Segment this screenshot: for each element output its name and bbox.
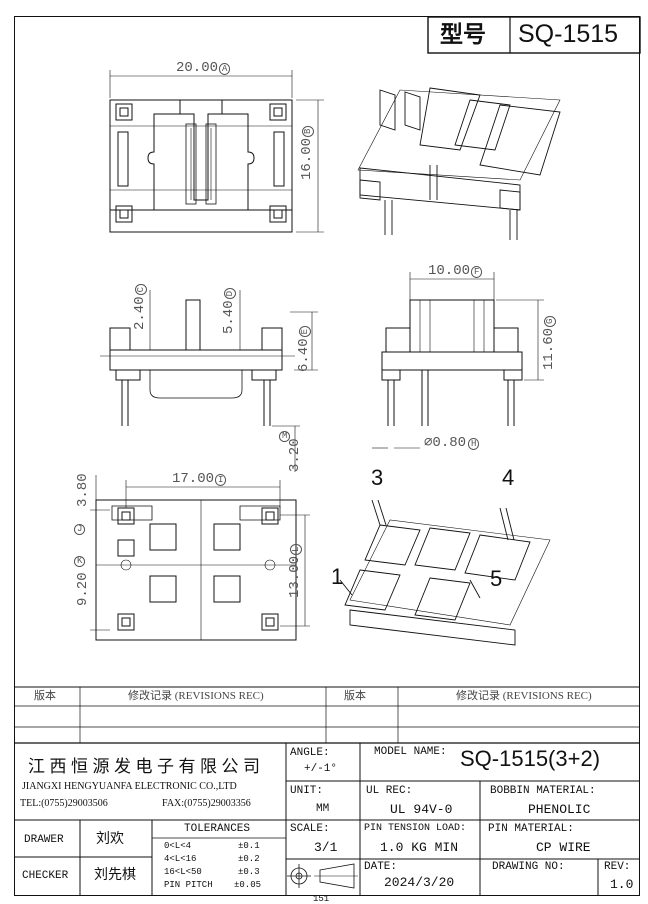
date-value: 2024/3/20 — [384, 875, 455, 890]
tol-value-2: ±0.3 — [238, 867, 260, 877]
tol-value-1: ±0.2 — [238, 854, 260, 864]
dim-l: 13.00L — [287, 543, 303, 598]
iso-view-top — [357, 87, 561, 240]
angle-label: ANGLE: — [290, 747, 330, 759]
dim-c: 2.40C — [132, 283, 148, 330]
tol-range-2: 16<L<50 — [164, 867, 202, 877]
top-view — [109, 70, 324, 233]
bobbin-label: BOBBIN MATERIAL: — [490, 785, 596, 797]
side-view — [372, 272, 544, 449]
dim-d: 5.40D — [221, 287, 237, 334]
drawing-frame — [14, 16, 640, 896]
rev-col1: 版本 — [34, 690, 56, 702]
company-name-cn: 江西恒源发电子有限公司 — [28, 757, 265, 776]
bobbin-value: PHENOLIC — [528, 802, 591, 817]
dim-j-val: 9.20 — [75, 572, 91, 606]
bottom-view — [90, 475, 310, 641]
header-label: 型号 — [440, 21, 486, 47]
tol-value-3: ±0.05 — [234, 880, 262, 890]
pin-tension-label: PIN TENSION LOAD: — [364, 823, 467, 834]
front-view — [100, 290, 318, 472]
checker-label: CHECKER — [22, 870, 69, 882]
dim-b: 16.00B — [299, 125, 315, 180]
rev-value: 1.0 — [610, 877, 634, 892]
header-box — [427, 16, 641, 54]
dim-j: J — [74, 524, 86, 535]
company-fax: FAX:(0755)29003356 — [162, 798, 251, 809]
tol-range-3: PIN PITCH — [164, 880, 213, 890]
tolerances-title: TOLERANCES — [184, 823, 251, 835]
dim-k: K — [74, 556, 86, 567]
drawing-no-label: DRAWING NO: — [492, 861, 565, 873]
dim-m-letter: M — [279, 431, 291, 442]
company-tel: TEL:(0755)29003506 — [20, 798, 108, 809]
rev-col3: 版本 — [344, 690, 366, 702]
tol-range-1: 4<L<16 — [164, 854, 197, 864]
pin-label-3: 3 — [371, 465, 384, 490]
pin-material-label: PIN MATERIAL: — [488, 823, 574, 835]
angle-value: +/-1° — [304, 763, 338, 775]
scale-value: 3/1 — [314, 840, 338, 855]
checker-name: 刘先棋 — [94, 868, 136, 883]
rev-label: REV: — [604, 861, 631, 873]
model-name-label: MODEL NAME: — [374, 746, 447, 758]
model-name-value: SQ-1515(3+2) — [460, 746, 601, 771]
projection-symbol-icon — [287, 863, 358, 889]
unit-value: MM — [316, 803, 330, 815]
title-block — [14, 686, 640, 896]
scale-label: SCALE: — [290, 823, 330, 835]
pin-material-value: CP WIRE — [536, 840, 591, 855]
rev-col4: 修改记录 (REVISIONS REC) — [456, 690, 592, 702]
tol-value-0: ±0.1 — [238, 841, 260, 851]
header-model: SQ-1515 — [518, 20, 619, 48]
tol-range-0: 0<L<4 — [164, 841, 192, 851]
iso-view-bottom — [339, 499, 551, 646]
drawer-name: 刘欢 — [96, 832, 124, 847]
date-label: DATE: — [364, 861, 398, 873]
pin-label-4: 4 — [502, 465, 515, 490]
pin-label-1: 1 — [331, 564, 344, 589]
unit-label: UNIT: — [290, 785, 324, 797]
rev-col2: 修改记录 (REVISIONS REC) — [128, 690, 264, 702]
pin-tension-value: 1.0 KG MIN — [380, 840, 459, 855]
ul-rec-label: UL REC: — [366, 785, 413, 797]
ul-rec-value: UL 94V-0 — [390, 802, 453, 817]
dim-e: 6.40E — [296, 325, 312, 372]
pin-label-5: 5 — [490, 566, 503, 591]
company-name-en: JIANGXI HENGYUANFA ELECTRONIC CO.,LTD — [22, 781, 237, 792]
dim-m: 3.20 — [287, 438, 303, 472]
dim-g: 11.60G — [541, 315, 557, 370]
footer-number: 151 — [313, 894, 330, 904]
drawer-label: DRAWER — [24, 834, 64, 846]
dim-top-pitch: 3.80 — [75, 473, 91, 507]
